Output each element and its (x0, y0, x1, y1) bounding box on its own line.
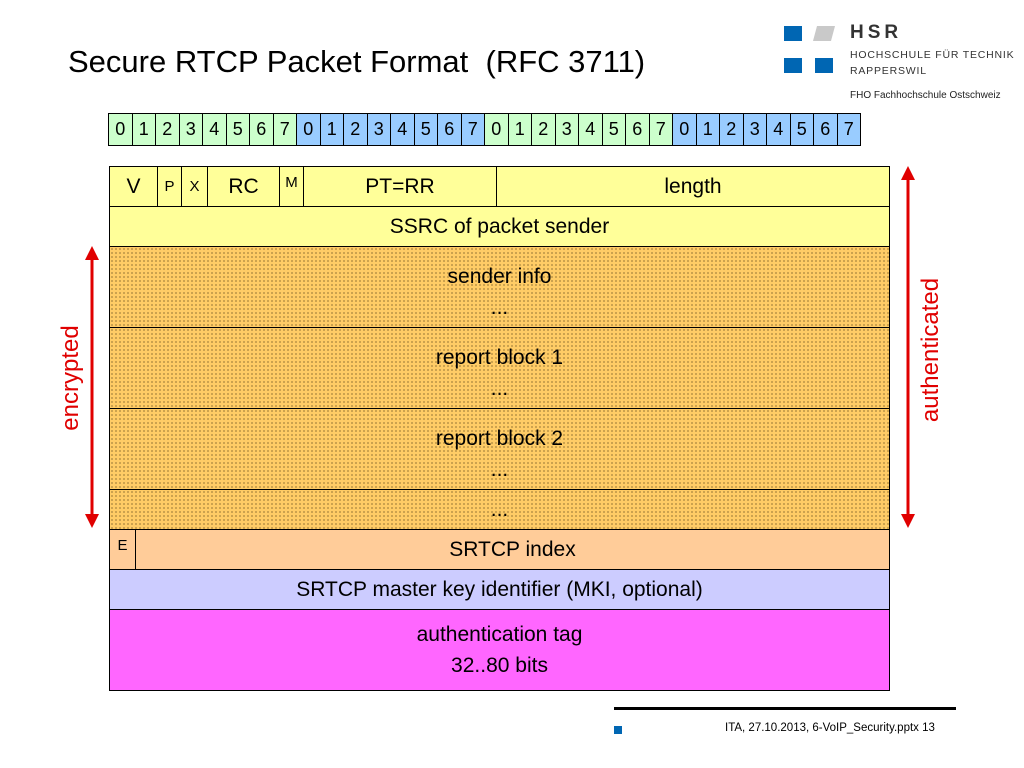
bit-cell: 6 (437, 113, 462, 146)
field-e: E (110, 530, 136, 569)
bit-cell: 4 (202, 113, 227, 146)
footer-text: ITA, 27.10.2013, 6-VoIP_Security.pptx 13 (725, 722, 935, 734)
report-block-1-row: report block 1 ... (109, 327, 890, 409)
logo-line-2: RAPPERSWIL (850, 65, 927, 77)
more-blocks-row: ... (109, 489, 890, 530)
srtcp-index-row: E SRTCP index (109, 529, 890, 570)
bit-cell: 4 (578, 113, 603, 146)
field-v-label: V (126, 175, 141, 198)
field-x-label: X (189, 178, 200, 195)
logo-line-3: FHO Fachhochschule Ostschweiz (850, 90, 1001, 101)
report-block-2-row: report block 2 ... (109, 408, 890, 490)
bit-cell: 7 (836, 113, 861, 146)
bit-cell: 1 (131, 113, 156, 146)
bit-cell: 2 (343, 113, 368, 146)
report-block-1-label: report block 1 (435, 346, 564, 369)
bit-cell: 7 (272, 113, 297, 146)
report-block-1-ellipsis: ... (490, 377, 509, 400)
bit-cell: 3 (742, 113, 767, 146)
bit-cell: 4 (766, 113, 791, 146)
footer-rule (614, 707, 956, 710)
hsr-logo: HSR HOCHSCHULE FÜR TECHNIK RAPPERSWIL FH… (784, 22, 1020, 104)
bit-cell: 2 (531, 113, 556, 146)
bit-cell: 6 (625, 113, 650, 146)
field-e-label: E (117, 537, 128, 554)
bit-cell: 3 (366, 113, 391, 146)
bit-cell: 0 (672, 113, 697, 146)
bit-cell: 5 (601, 113, 626, 146)
field-x: X (182, 167, 208, 206)
sender-info-label: sender info (447, 265, 552, 288)
bit-cell: 4 (390, 113, 415, 146)
mki-label: SRTCP master key identifier (MKI, option… (296, 578, 703, 601)
logo-square-icon (812, 26, 836, 41)
bit-cell: 1 (695, 113, 720, 146)
field-p-label: P (164, 178, 175, 195)
bit-cell: 3 (554, 113, 579, 146)
field-m-label: M (285, 174, 298, 191)
bit-cell: 6 (813, 113, 838, 146)
bit-cell: 5 (225, 113, 250, 146)
bit-cell: 0 (108, 113, 133, 146)
mki-row: SRTCP master key identifier (MKI, option… (109, 569, 890, 610)
header-row: V P X RC M PT=RR length (109, 166, 890, 207)
bit-cell: 0 (484, 113, 509, 146)
bit-cell: 1 (319, 113, 344, 146)
bit-cell: 0 (296, 113, 321, 146)
field-p: P (158, 167, 182, 206)
sender-info-row: sender info ... (109, 246, 890, 328)
bit-cell: 3 (178, 113, 203, 146)
report-block-2-ellipsis: ... (490, 458, 509, 481)
field-rc: RC (208, 167, 280, 206)
field-rc-label: RC (228, 175, 259, 198)
bit-cell: 2 (155, 113, 180, 146)
bit-cell: 1 (507, 113, 532, 146)
field-length-label: length (664, 175, 722, 198)
authenticated-arrow (901, 166, 915, 528)
auth-tag-label: authentication tag (416, 623, 583, 646)
field-pt: PT=RR (304, 167, 497, 206)
srtcp-index-label: SRTCP index (449, 538, 576, 561)
field-v: V (110, 167, 158, 206)
auth-tag-row: authentication tag 32..80 bits (109, 609, 890, 691)
bit-cell: 5 (789, 113, 814, 146)
footer-bullet-icon (614, 726, 622, 734)
report-block-2-label: report block 2 (435, 427, 564, 450)
authenticated-label: authenticated (917, 277, 944, 423)
bit-cell: 7 (648, 113, 673, 146)
logo-square-icon (784, 58, 802, 73)
logo-square-icon (815, 58, 833, 73)
ssrc-row: SSRC of packet sender (109, 206, 890, 247)
bit-cell: 6 (249, 113, 274, 146)
field-length: length (497, 167, 889, 206)
auth-tag-size: 32..80 bits (451, 654, 548, 677)
sender-info-ellipsis: ... (490, 296, 509, 319)
field-srtcp-index: SRTCP index (136, 530, 889, 569)
logo-name: HSR (850, 22, 903, 43)
encrypted-arrow (85, 246, 99, 528)
bit-cell: 7 (460, 113, 485, 146)
ssrc-label: SSRC of packet sender (389, 215, 610, 238)
bit-cell: 2 (719, 113, 744, 146)
more-blocks-ellipsis: ... (490, 498, 509, 521)
logo-square-icon (784, 26, 802, 41)
encrypted-label: encrypted (57, 325, 84, 431)
slide-title: Secure RTCP Packet Format (RFC 3711) (68, 44, 646, 79)
field-m: M (280, 167, 304, 206)
field-pt-label: PT=RR (365, 175, 435, 198)
bit-cell: 5 (413, 113, 438, 146)
logo-line-1: HOCHSCHULE FÜR TECHNIK (850, 49, 1015, 61)
